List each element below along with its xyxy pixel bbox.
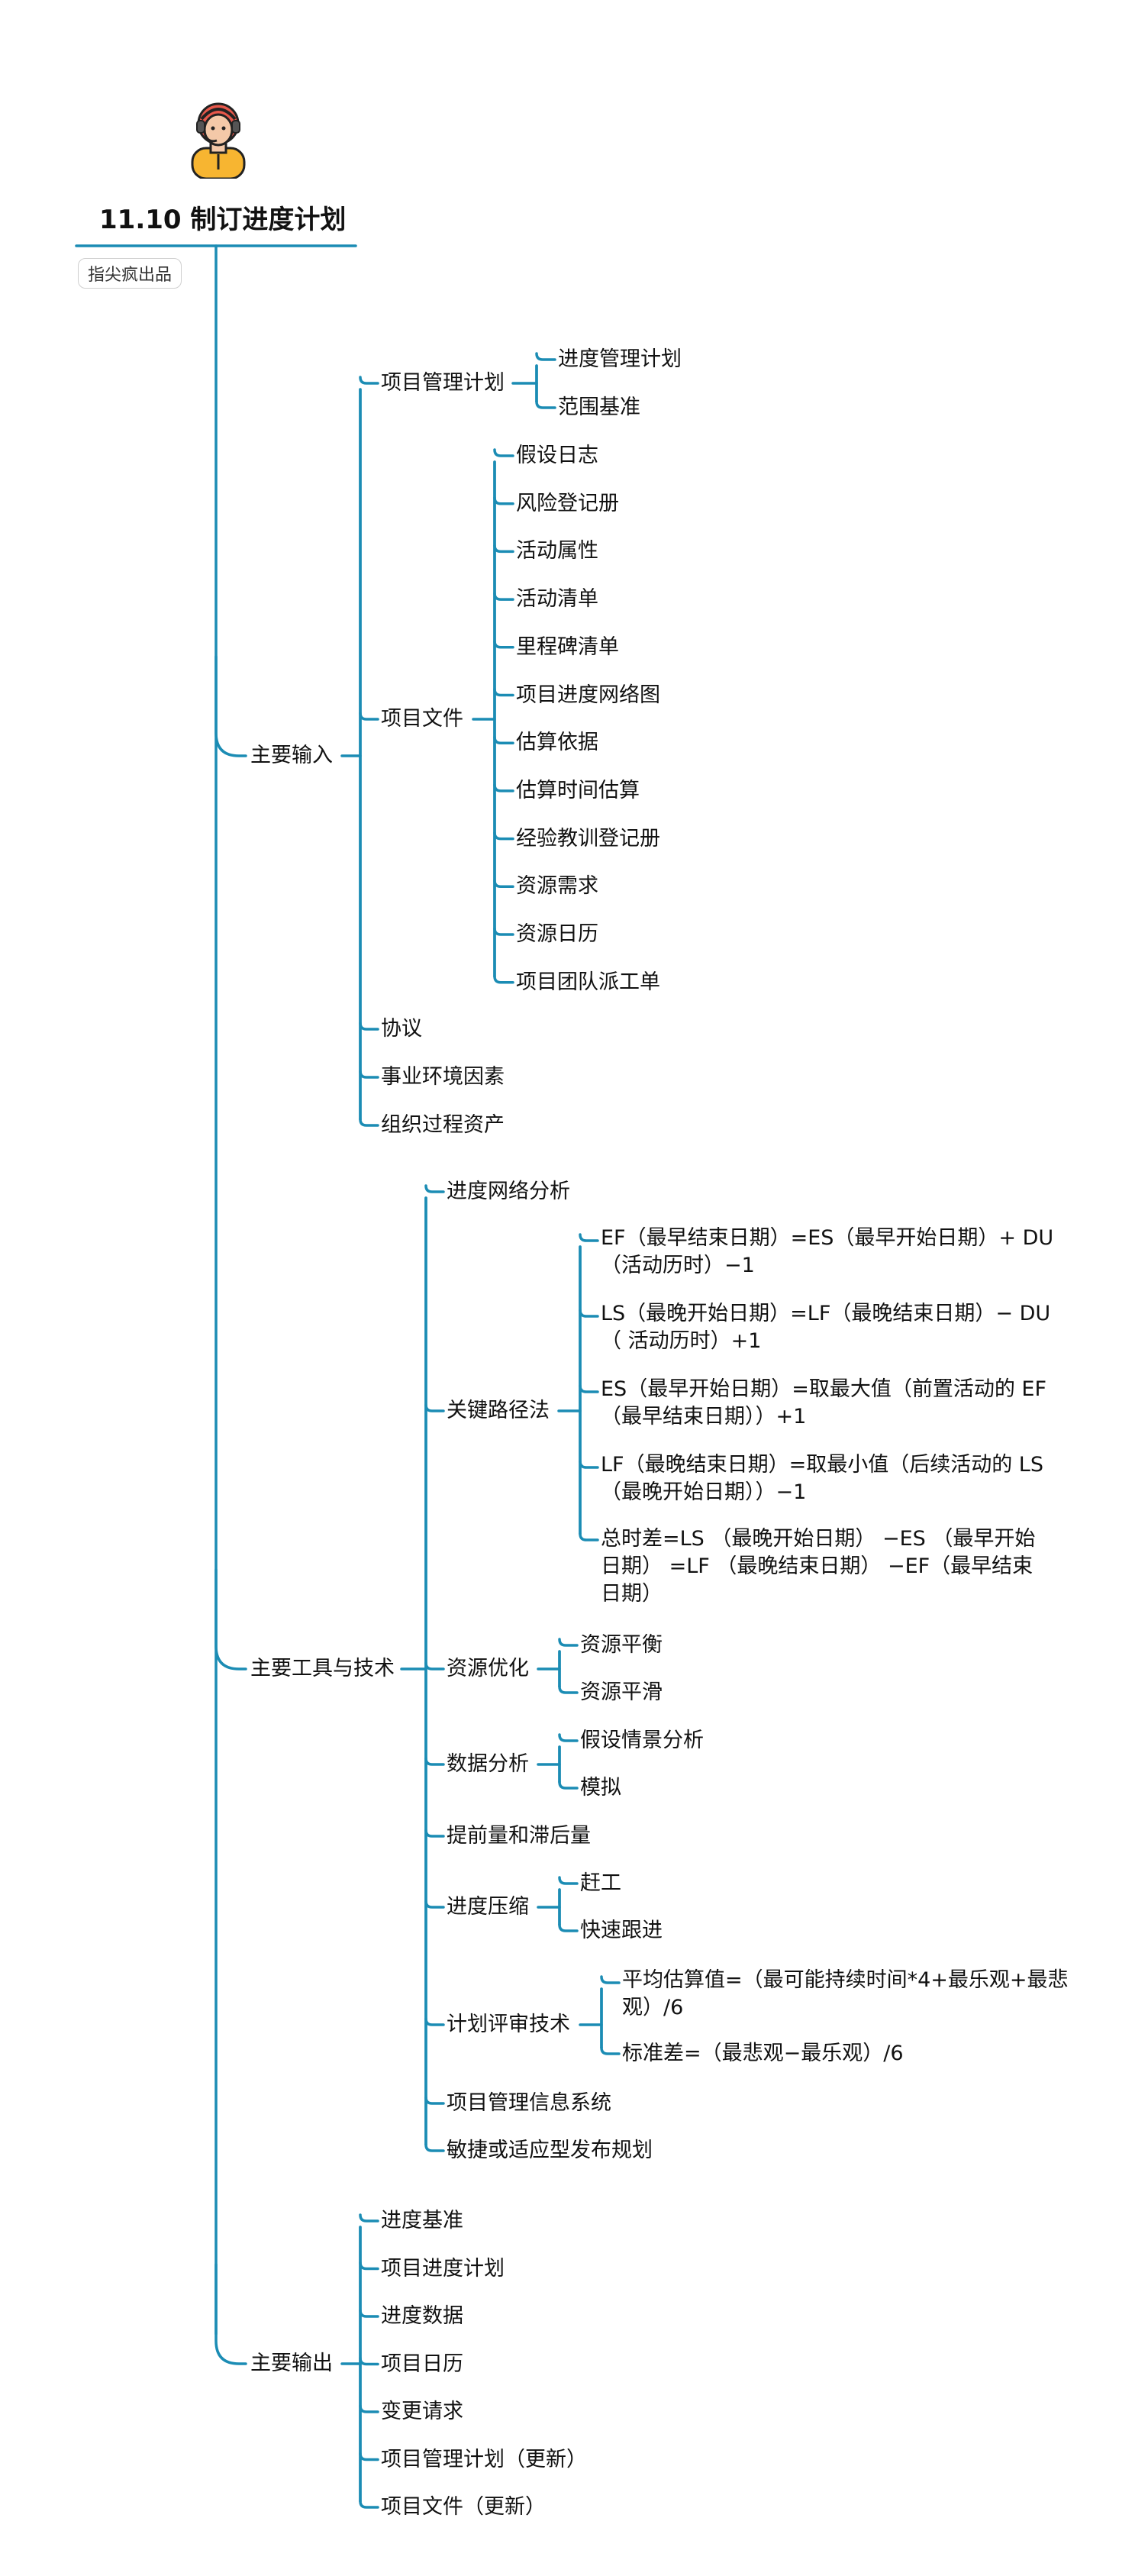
branch-2-label: 主要输出 — [250, 2352, 333, 2375]
project-doc-9: 资源需求 — [516, 874, 598, 899]
tool-item-2: 资源优化 — [447, 1657, 529, 1680]
pert-formula-1: 标准差=（最悲观−最乐观）/6 — [622, 2042, 904, 2065]
output-item-2: 进度数据 — [381, 2304, 463, 2328]
output-item-4: 变更请求 — [381, 2400, 463, 2423]
tool-item-7: 项目管理信息系统 — [447, 2091, 611, 2115]
project-doc-6: 估算依据 — [516, 731, 598, 755]
project-doc-2: 活动属性 — [516, 539, 598, 563]
schedule-compress-0: 赶工 — [580, 1871, 621, 1895]
cpm-formula-2: ES（最早开始日期）=取最大值（前置活动的 EF（最早结束日期））+1 — [601, 1377, 1046, 1428]
output-item-5: 项目管理计划（更新） — [381, 2447, 587, 2471]
resource-opt-0: 资源平衡 — [580, 1633, 663, 1657]
pm-plan-child-1: 范围基准 — [558, 395, 640, 419]
tool-item-0: 进度网络分析 — [447, 1180, 570, 1203]
project-doc-11: 项目团队派工单 — [516, 970, 660, 994]
project-doc-0: 假设日志 — [516, 444, 598, 467]
tool-item-8: 敏捷或适应型发布规划 — [447, 2139, 653, 2162]
cpm-formula-1: LS（最晚开始日期）=LF（最晚结束日期）− DU（ 活动历时）+1 — [601, 1302, 1051, 1353]
input-item-3: 事业环境因素 — [381, 1065, 505, 1089]
tool-item-6: 计划评审技术 — [447, 2013, 570, 2036]
cpm-formula-4: 总时差=LS （最晚开始日期） −ES （最早开始 日期） =LF （最晚结束日… — [601, 1527, 1036, 1606]
project-doc-1: 风险登记册 — [516, 491, 619, 515]
mindmap-root-title: 11.10 制订进度计划 — [99, 205, 347, 235]
pert-formula-0: 平均估算值=（最可能持续时间*4+最乐观+最悲 观）/6 — [622, 1968, 1069, 2019]
tool-item-5: 进度压缩 — [447, 1895, 529, 1919]
project-doc-5: 项目进度网络图 — [516, 683, 660, 707]
input-item-4: 组织过程资产 — [381, 1113, 505, 1137]
input-item-2: 协议 — [381, 1017, 422, 1041]
project-doc-4: 里程碑清单 — [516, 634, 619, 659]
resource-opt-1: 资源平滑 — [580, 1680, 663, 1704]
output-item-0: 进度基准 — [381, 2209, 463, 2232]
data-analysis-1: 模拟 — [580, 1776, 621, 1800]
tool-item-3: 数据分析 — [447, 1752, 529, 1776]
input-item-0: 项目管理计划 — [381, 371, 505, 395]
input-item-1: 项目文件 — [381, 707, 463, 731]
output-item-6: 项目文件（更新） — [381, 2495, 546, 2519]
schedule-compress-1: 快速跟进 — [580, 1919, 663, 1942]
output-item-1: 项目进度计划 — [381, 2256, 505, 2281]
branch-0-label: 主要输入 — [250, 744, 333, 767]
data-analysis-0: 假设情景分析 — [580, 1729, 704, 1752]
project-doc-7: 估算时间估算 — [516, 778, 640, 802]
project-doc-8: 经验教训登记册 — [516, 826, 660, 851]
cpm-formula-0: EF（最早结束日期）=ES（最早开始日期）+ DU（活动历时）−1 — [601, 1226, 1054, 1277]
project-doc-3: 活动清单 — [516, 587, 598, 612]
author-badge: 指尖疯出品 — [78, 258, 182, 289]
project-doc-10: 资源日历 — [516, 922, 598, 946]
branch-1-label: 主要工具与技术 — [250, 1657, 395, 1680]
tool-item-1: 关键路径法 — [447, 1399, 550, 1422]
cpm-formula-3: LF（最晚结束日期）=取最小值（后续活动的 LS（最晚开始日期））−1 — [601, 1453, 1043, 1504]
tool-item-4: 提前量和滞后量 — [447, 1824, 591, 1848]
pm-plan-child-0: 进度管理计划 — [558, 347, 682, 371]
support-agent-avatar-icon — [191, 102, 246, 179]
output-item-3: 项目日历 — [381, 2352, 463, 2376]
